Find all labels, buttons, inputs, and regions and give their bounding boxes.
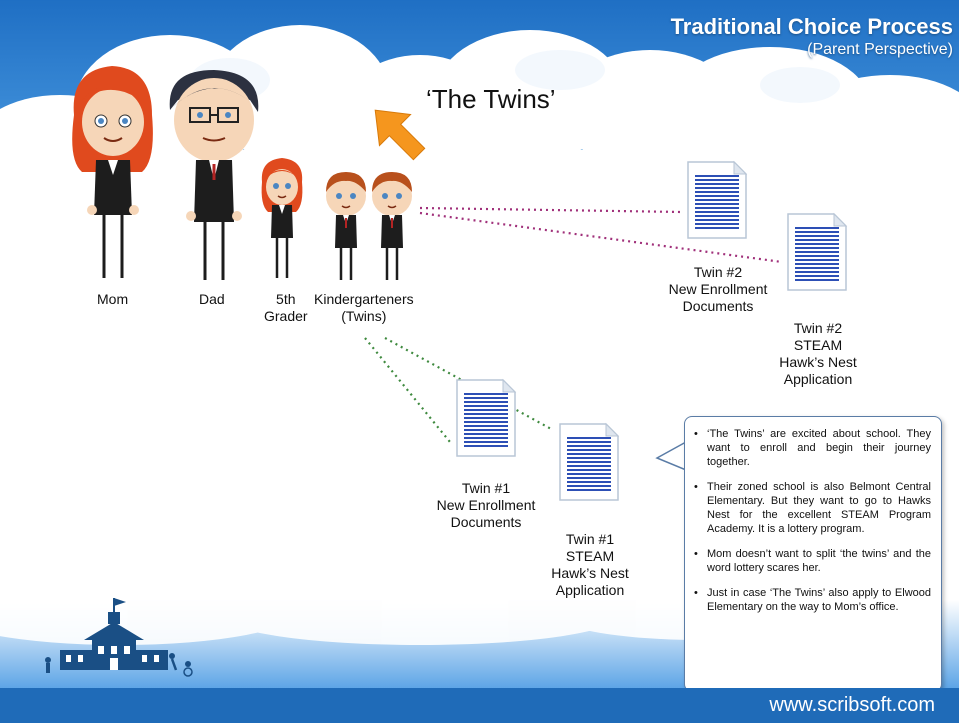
twin1-steam-document-icon xyxy=(558,422,620,502)
title-main: Traditional Choice Process xyxy=(670,14,953,39)
mom-figure xyxy=(72,66,153,278)
twins-callout-label: ‘The Twins’ xyxy=(426,84,556,114)
twin1-steam-label: Twin #1 STEAM Hawk’s Nest Application xyxy=(551,531,629,598)
speech-bubble-tail xyxy=(655,440,687,472)
twin2-enrollment-label: Twin #2 New Enrollment Documents xyxy=(668,264,768,314)
connector-lines xyxy=(364,206,783,443)
kindergarteners-label: Kindergarteners (Twins) xyxy=(314,291,414,324)
twin-two-figure xyxy=(372,172,412,280)
info-bullet: ‘The Twins’ are excited about school. Th… xyxy=(694,427,931,469)
dad-figure xyxy=(169,70,259,280)
twin2-steam-document-icon xyxy=(786,212,848,292)
fifth-grader-figure xyxy=(261,158,303,278)
connector-twin2-enroll xyxy=(419,206,683,214)
twin2-enrollment-document-icon xyxy=(686,160,748,240)
school-building-icon xyxy=(45,598,193,677)
orange-arrow-icon xyxy=(374,109,426,161)
connector-twin1-steam xyxy=(384,337,554,431)
twin1-enrollment-document-icon xyxy=(455,378,517,458)
fifth-grader-label: 5th Grader xyxy=(264,291,308,324)
footer-bar: www.scribsoft.com xyxy=(0,688,959,723)
footer-url: www.scribsoft.com xyxy=(769,694,935,716)
title-sub: (Parent Perspective) xyxy=(807,41,953,58)
info-bullet: Their zoned school is also Belmont Centr… xyxy=(694,480,931,536)
twin2-steam-label: Twin #2 STEAM Hawk’s Nest Application xyxy=(779,320,857,387)
connector-twin1-enroll xyxy=(364,337,451,443)
connector-twin2-steam xyxy=(419,211,783,264)
twin1-enrollment-label: Twin #1 New Enrollment Documents xyxy=(436,480,536,530)
info-bubble: ‘The Twins’ are excited about school. Th… xyxy=(684,416,942,692)
mom-label: Mom xyxy=(97,291,129,307)
info-bullet: Mom doesn’t want to split ‘the twins’ an… xyxy=(694,547,931,575)
info-bullet: Just in case ‘The Twins’ also apply to E… xyxy=(694,586,931,614)
info-bullet-list: ‘The Twins’ are excited about school. Th… xyxy=(685,417,941,614)
twin-one-figure xyxy=(326,172,366,280)
dad-label: Dad xyxy=(199,291,225,307)
slide-title: Traditional Choice Process (Parent Persp… xyxy=(671,14,953,60)
